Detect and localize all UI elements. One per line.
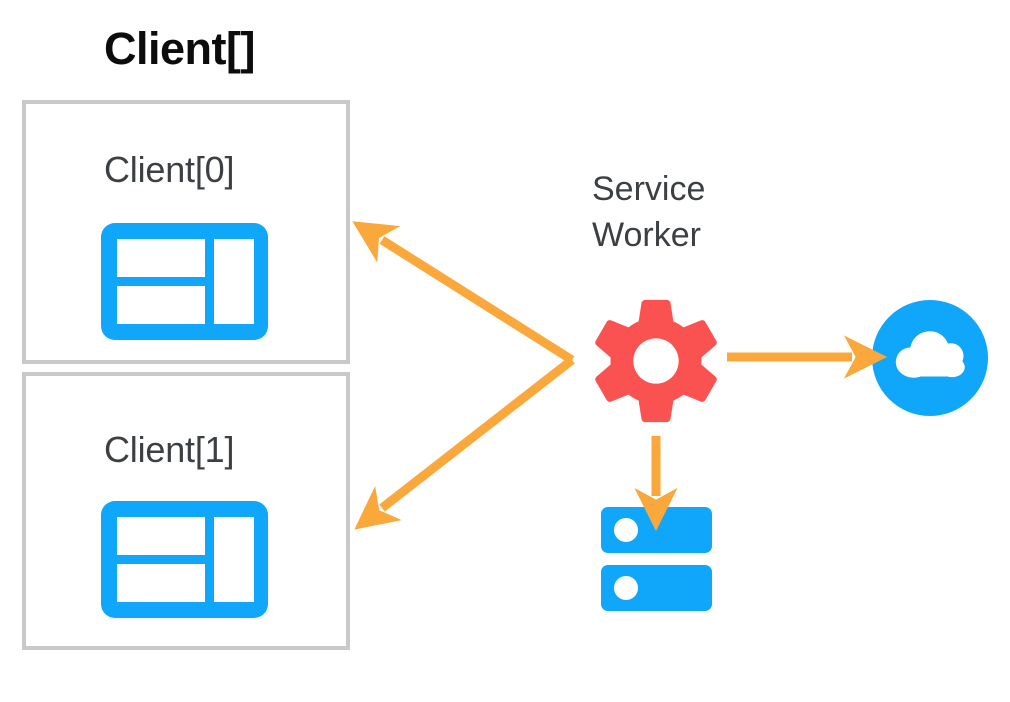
arrow-service-worker-to-client-1 xyxy=(354,356,575,530)
browser-icon-sidebar-pane xyxy=(214,517,254,602)
database-icon xyxy=(601,507,712,611)
database-row-indicator xyxy=(614,576,638,600)
browser-icon-left-panes xyxy=(117,517,205,602)
database-row-indicator xyxy=(614,518,638,542)
database-row-bottom xyxy=(601,565,712,611)
service-worker-title-line-1: Service xyxy=(592,170,706,208)
browser-window-icon xyxy=(101,501,268,618)
client-label-0: Client[0] xyxy=(104,149,235,190)
browser-icon-left-panes xyxy=(117,239,205,324)
cloud-icon xyxy=(872,300,988,416)
service-worker-title: Service Worker xyxy=(592,166,705,258)
arrow-service-worker-to-client-0 xyxy=(352,221,575,364)
browser-window-icon xyxy=(101,223,268,340)
browser-icon-pane-bottom xyxy=(117,286,205,324)
browser-icon-pane-top xyxy=(117,239,205,277)
service-worker-title-line-2: Worker xyxy=(592,216,701,254)
clients-group-heading: Client[] xyxy=(104,23,255,74)
browser-icon-pane-bottom xyxy=(117,564,205,602)
gear-icon xyxy=(593,298,719,424)
browser-icon-pane-top xyxy=(117,517,205,555)
client-label-1: Client[1] xyxy=(104,429,235,470)
browser-icon-sidebar-pane xyxy=(214,239,254,324)
database-row-top xyxy=(601,507,712,553)
